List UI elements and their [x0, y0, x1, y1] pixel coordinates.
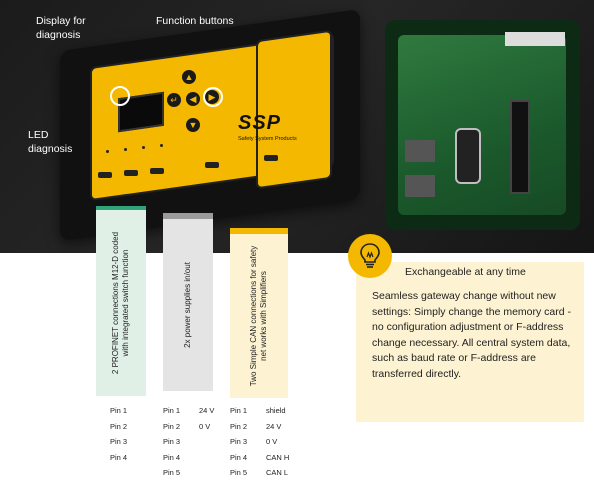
pin-label: Pin 5: [163, 468, 181, 477]
info-box: [356, 262, 584, 422]
column-description: Two Simple CAN connections for safety ne…: [249, 245, 268, 387]
display-highlight-ring: [110, 86, 130, 106]
can-column: Two Simple CAN connections for safety ne…: [230, 228, 294, 410]
pin-label: Pin 4: [163, 452, 181, 462]
pin-label: Pin 2: [110, 421, 128, 431]
pin-value: 0 V: [266, 437, 278, 446]
pin-label: Pin 1: [163, 406, 181, 415]
pin-value: 24 V: [199, 406, 215, 415]
led-indicator: [142, 146, 145, 149]
pin-list-can: Pin 1 Pin 2 Pin 3 Pin 4 Pin 5: [230, 403, 247, 481]
connector-port: [264, 155, 278, 161]
column-accent-bar: [96, 206, 146, 210]
down-button[interactable]: ▼: [186, 118, 200, 132]
profinet-column: 2 PROFINET connections M12-D coded with …: [96, 206, 160, 396]
callout-function-buttons: Function buttons: [156, 15, 234, 27]
pin-list-power: Pin 1 Pin 2 Pin 3 Pin 4 Pin 5: [163, 403, 180, 481]
pin-value: 0 V: [199, 421, 211, 431]
up-button[interactable]: ▲: [182, 70, 196, 84]
ssp-logo-subtitle: Safety System Products: [238, 136, 297, 142]
pin-values-can: shield 24 V 0 V CAN H CAN L: [266, 403, 289, 481]
pin-label: Pin 3: [110, 437, 128, 446]
memory-card-slot: [510, 100, 530, 194]
pin-label: Pin 2: [230, 421, 248, 431]
lightbulb-icon: [348, 234, 392, 278]
connector-port: [124, 170, 138, 176]
pin-value: shield: [266, 406, 286, 415]
pin-value: CAN L: [266, 468, 289, 477]
pin-label: Pin 2: [163, 421, 181, 431]
column-panel: 2x power supplies in/out: [163, 219, 213, 391]
pin-values-power: 24 V 0 V: [199, 403, 214, 434]
pin-label: Pin 3: [230, 437, 248, 446]
can-panel: [256, 29, 332, 190]
column-description: 2x power supplies in/out: [183, 262, 192, 348]
ribbon-connector: [505, 32, 565, 46]
left-button[interactable]: ◀: [186, 92, 200, 106]
pin-label: Pin 4: [230, 452, 248, 462]
pin-list-profinet: Pin 1 Pin 2 Pin 3 Pin 4: [110, 403, 127, 465]
pin-label: Pin 1: [110, 406, 128, 415]
led-indicator: [124, 148, 127, 151]
dip-switch: [405, 140, 435, 162]
info-body: Seamless gateway change without new sett…: [372, 290, 571, 380]
column-accent-bar: [163, 213, 213, 219]
ssp-logo: SSP: [238, 112, 282, 134]
pin-label: Pin 3: [163, 437, 181, 446]
button-highlight-ring: [203, 87, 223, 107]
column-description: 2 PROFINET connections M12-D coded with …: [111, 231, 130, 375]
pin-label: Pin 4: [110, 452, 128, 462]
pin-label: Pin 1: [230, 406, 248, 415]
pin-value: CAN H: [266, 452, 290, 462]
connector-port: [150, 168, 164, 174]
pin-value: 24 V: [266, 421, 282, 431]
pin-label: Pin 5: [230, 468, 248, 477]
connector-port: [205, 162, 219, 168]
lightbulb-icon-svg: [360, 243, 380, 268]
dip-switch: [405, 175, 435, 197]
product-photo: ▲ ↵ ◀ ▶ ▼ SSP Safety System Products: [0, 0, 594, 253]
column-accent-bar: [230, 228, 288, 234]
callout-display-diagnosis: Display for diagnosis: [36, 15, 86, 41]
led-indicator: [160, 144, 163, 147]
column-panel: 2 PROFINET connections M12-D coded with …: [96, 210, 146, 396]
power-column: 2x power supplies in/out: [163, 213, 227, 395]
enter-button[interactable]: ↵: [167, 93, 181, 107]
led-indicator: [106, 150, 109, 153]
usb-c-port: [455, 128, 481, 184]
column-panel: Two Simple CAN connections for safety ne…: [230, 234, 288, 398]
connector-port: [98, 172, 112, 178]
info-title: Exchangeable at any time: [405, 266, 526, 278]
callout-led-diagnosis: LED diagnosis: [28, 129, 73, 155]
